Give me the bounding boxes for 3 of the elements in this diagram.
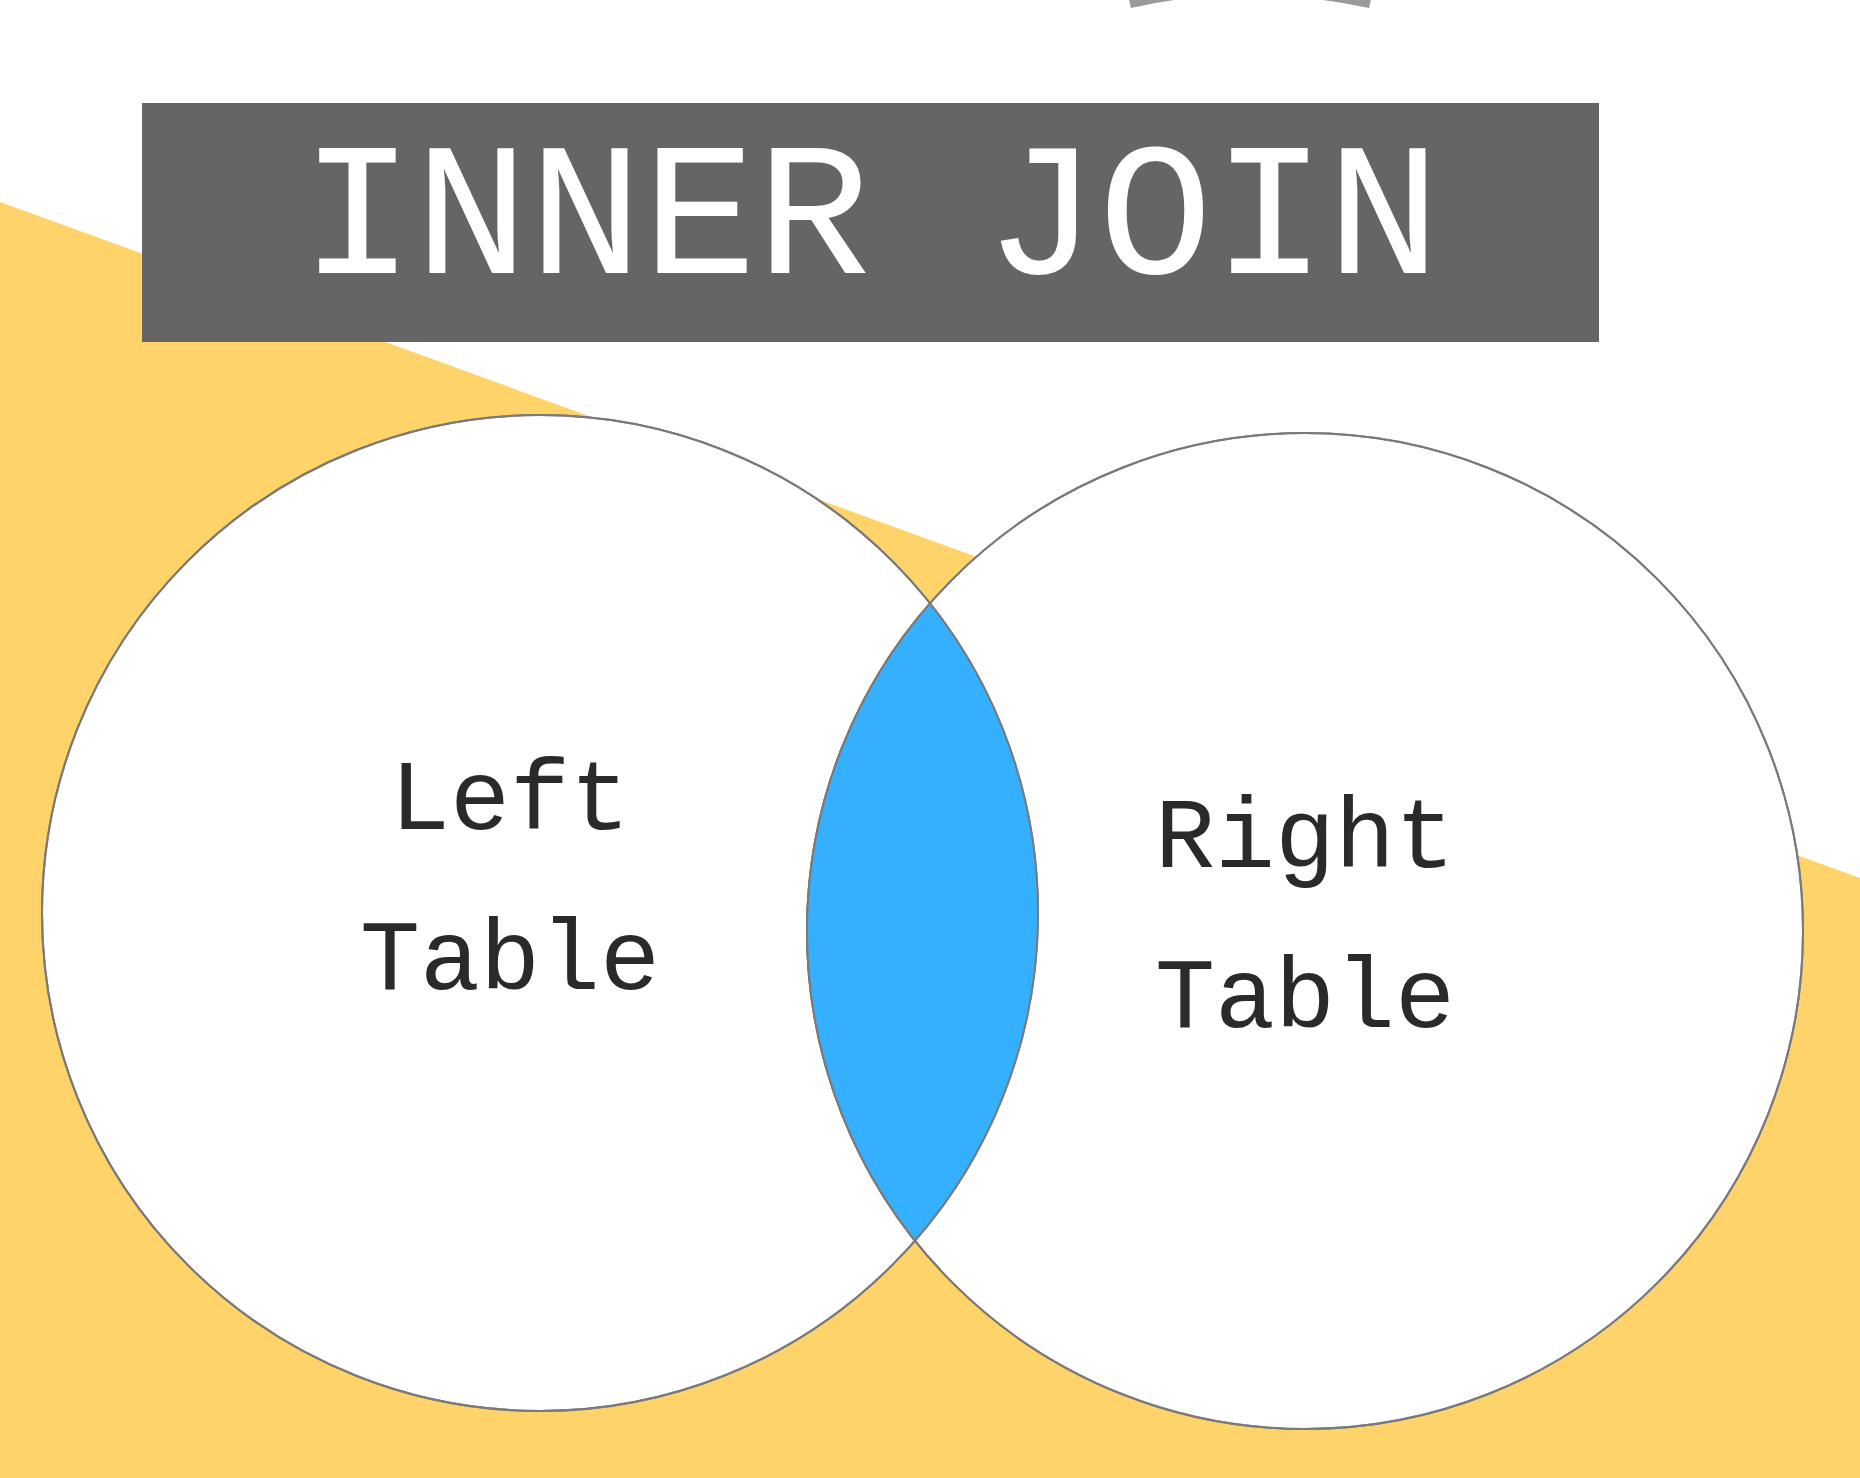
title-banner: INNER JOIN bbox=[142, 103, 1599, 342]
circle-label: Left Table bbox=[360, 745, 660, 1021]
circle-label: Right Table bbox=[1155, 783, 1455, 1059]
